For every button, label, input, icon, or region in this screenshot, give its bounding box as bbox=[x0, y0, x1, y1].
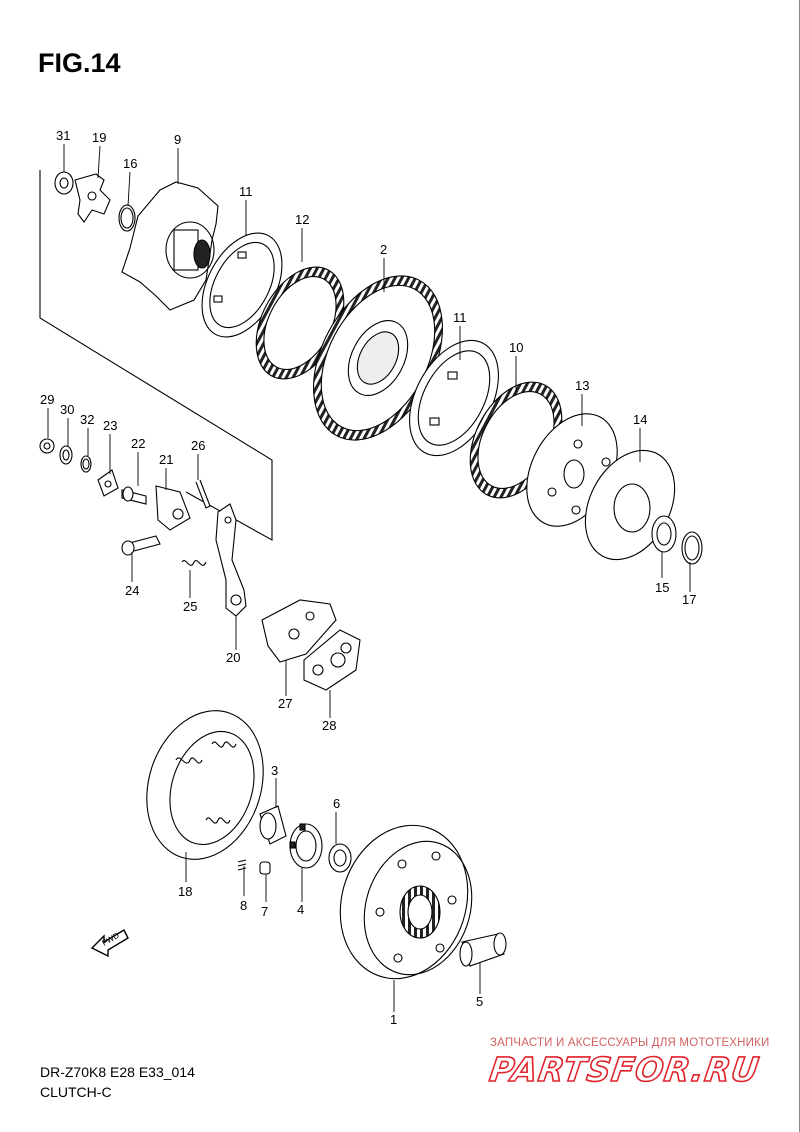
callout-10: 10 bbox=[509, 340, 523, 355]
callout-21: 21 bbox=[159, 452, 173, 467]
callout-29: 29 bbox=[40, 392, 54, 407]
callout-26: 26 bbox=[191, 438, 205, 453]
callout-5: 5 bbox=[476, 994, 483, 1009]
part-18-clutch-shoe-assembly[interactable] bbox=[128, 695, 281, 874]
part-11-plate-lower[interactable] bbox=[391, 325, 516, 470]
callout-17: 17 bbox=[682, 592, 696, 607]
callout-9: 9 bbox=[174, 132, 181, 147]
part-26-cotter-pin[interactable] bbox=[195, 479, 211, 509]
callout-30: 30 bbox=[60, 402, 74, 417]
callout-20: 20 bbox=[226, 650, 240, 665]
part-20-lever[interactable] bbox=[215, 503, 247, 617]
callout-28: 28 bbox=[322, 718, 336, 733]
callout-19: 19 bbox=[92, 130, 106, 145]
callout-11-lower: 11 bbox=[453, 310, 467, 325]
part-21-bracket[interactable] bbox=[155, 485, 191, 531]
callout-22: 22 bbox=[131, 436, 145, 451]
fwd-arrow-icon bbox=[90, 929, 129, 958]
callout-11-upper: 11 bbox=[239, 184, 253, 199]
part-1-clutch-housing[interactable] bbox=[321, 809, 489, 996]
part-7-pin[interactable] bbox=[259, 861, 271, 875]
callout-24: 24 bbox=[125, 583, 139, 598]
part-27-release-cam[interactable] bbox=[261, 599, 337, 663]
part-25-spring[interactable] bbox=[181, 560, 207, 566]
part-15-washer[interactable] bbox=[651, 515, 677, 553]
callout-1: 1 bbox=[390, 1012, 397, 1027]
part-17-circlip[interactable] bbox=[681, 531, 703, 565]
watermark-logo: PARTSFOR.RU bbox=[486, 1049, 763, 1090]
callout-6: 6 bbox=[333, 796, 340, 811]
part-19-cam[interactable] bbox=[74, 173, 111, 223]
figure-title: FIG.14 bbox=[38, 48, 121, 78]
part-16-circlip[interactable] bbox=[118, 204, 136, 232]
callout-31: 31 bbox=[56, 128, 70, 143]
part-28-plate[interactable] bbox=[303, 629, 361, 691]
callout-3: 3 bbox=[271, 763, 278, 778]
callout-4: 4 bbox=[297, 902, 304, 917]
callout-8: 8 bbox=[240, 898, 247, 913]
callout-2: 2 bbox=[380, 242, 387, 257]
callout-32: 32 bbox=[80, 412, 94, 427]
part-9-drive-plate[interactable] bbox=[121, 181, 219, 311]
callout-18: 18 bbox=[178, 884, 192, 899]
part-29-nut[interactable] bbox=[39, 438, 55, 454]
model-code: DR-Z70K8 E28 E33_014 bbox=[40, 1064, 195, 1080]
part-3-bush[interactable] bbox=[259, 805, 287, 845]
part-30-washer[interactable] bbox=[59, 445, 73, 465]
callout-7: 7 bbox=[261, 904, 268, 919]
callout-27: 27 bbox=[278, 696, 292, 711]
part-4-one-way-clutch[interactable] bbox=[289, 823, 323, 869]
part-24-pin[interactable] bbox=[121, 535, 161, 556]
part-22-screw[interactable] bbox=[121, 486, 147, 505]
callout-14: 14 bbox=[633, 412, 647, 427]
callout-23: 23 bbox=[103, 418, 117, 433]
callout-16: 16 bbox=[123, 156, 137, 171]
part-2-primary-driven-gear[interactable] bbox=[287, 254, 469, 462]
callout-13: 13 bbox=[575, 378, 589, 393]
callout-12: 12 bbox=[295, 212, 309, 227]
part-5-spacer[interactable] bbox=[459, 932, 507, 967]
part-6-washer[interactable] bbox=[328, 843, 352, 873]
part-23-lock-plate[interactable] bbox=[97, 469, 119, 497]
assembly-bracket-line bbox=[39, 170, 273, 541]
callout-15: 15 bbox=[655, 580, 669, 595]
section-name: CLUTCH-C bbox=[40, 1084, 112, 1100]
watermark-tagline: ЗАПЧАСТИ И АКСЕССУАРЫ ДЛЯ МОТОТЕХНИКИ bbox=[490, 1037, 770, 1049]
part-31-bearing[interactable] bbox=[54, 171, 74, 195]
part-32-washer[interactable] bbox=[80, 455, 92, 473]
callout-25: 25 bbox=[183, 599, 197, 614]
part-8-spring[interactable] bbox=[237, 859, 247, 871]
